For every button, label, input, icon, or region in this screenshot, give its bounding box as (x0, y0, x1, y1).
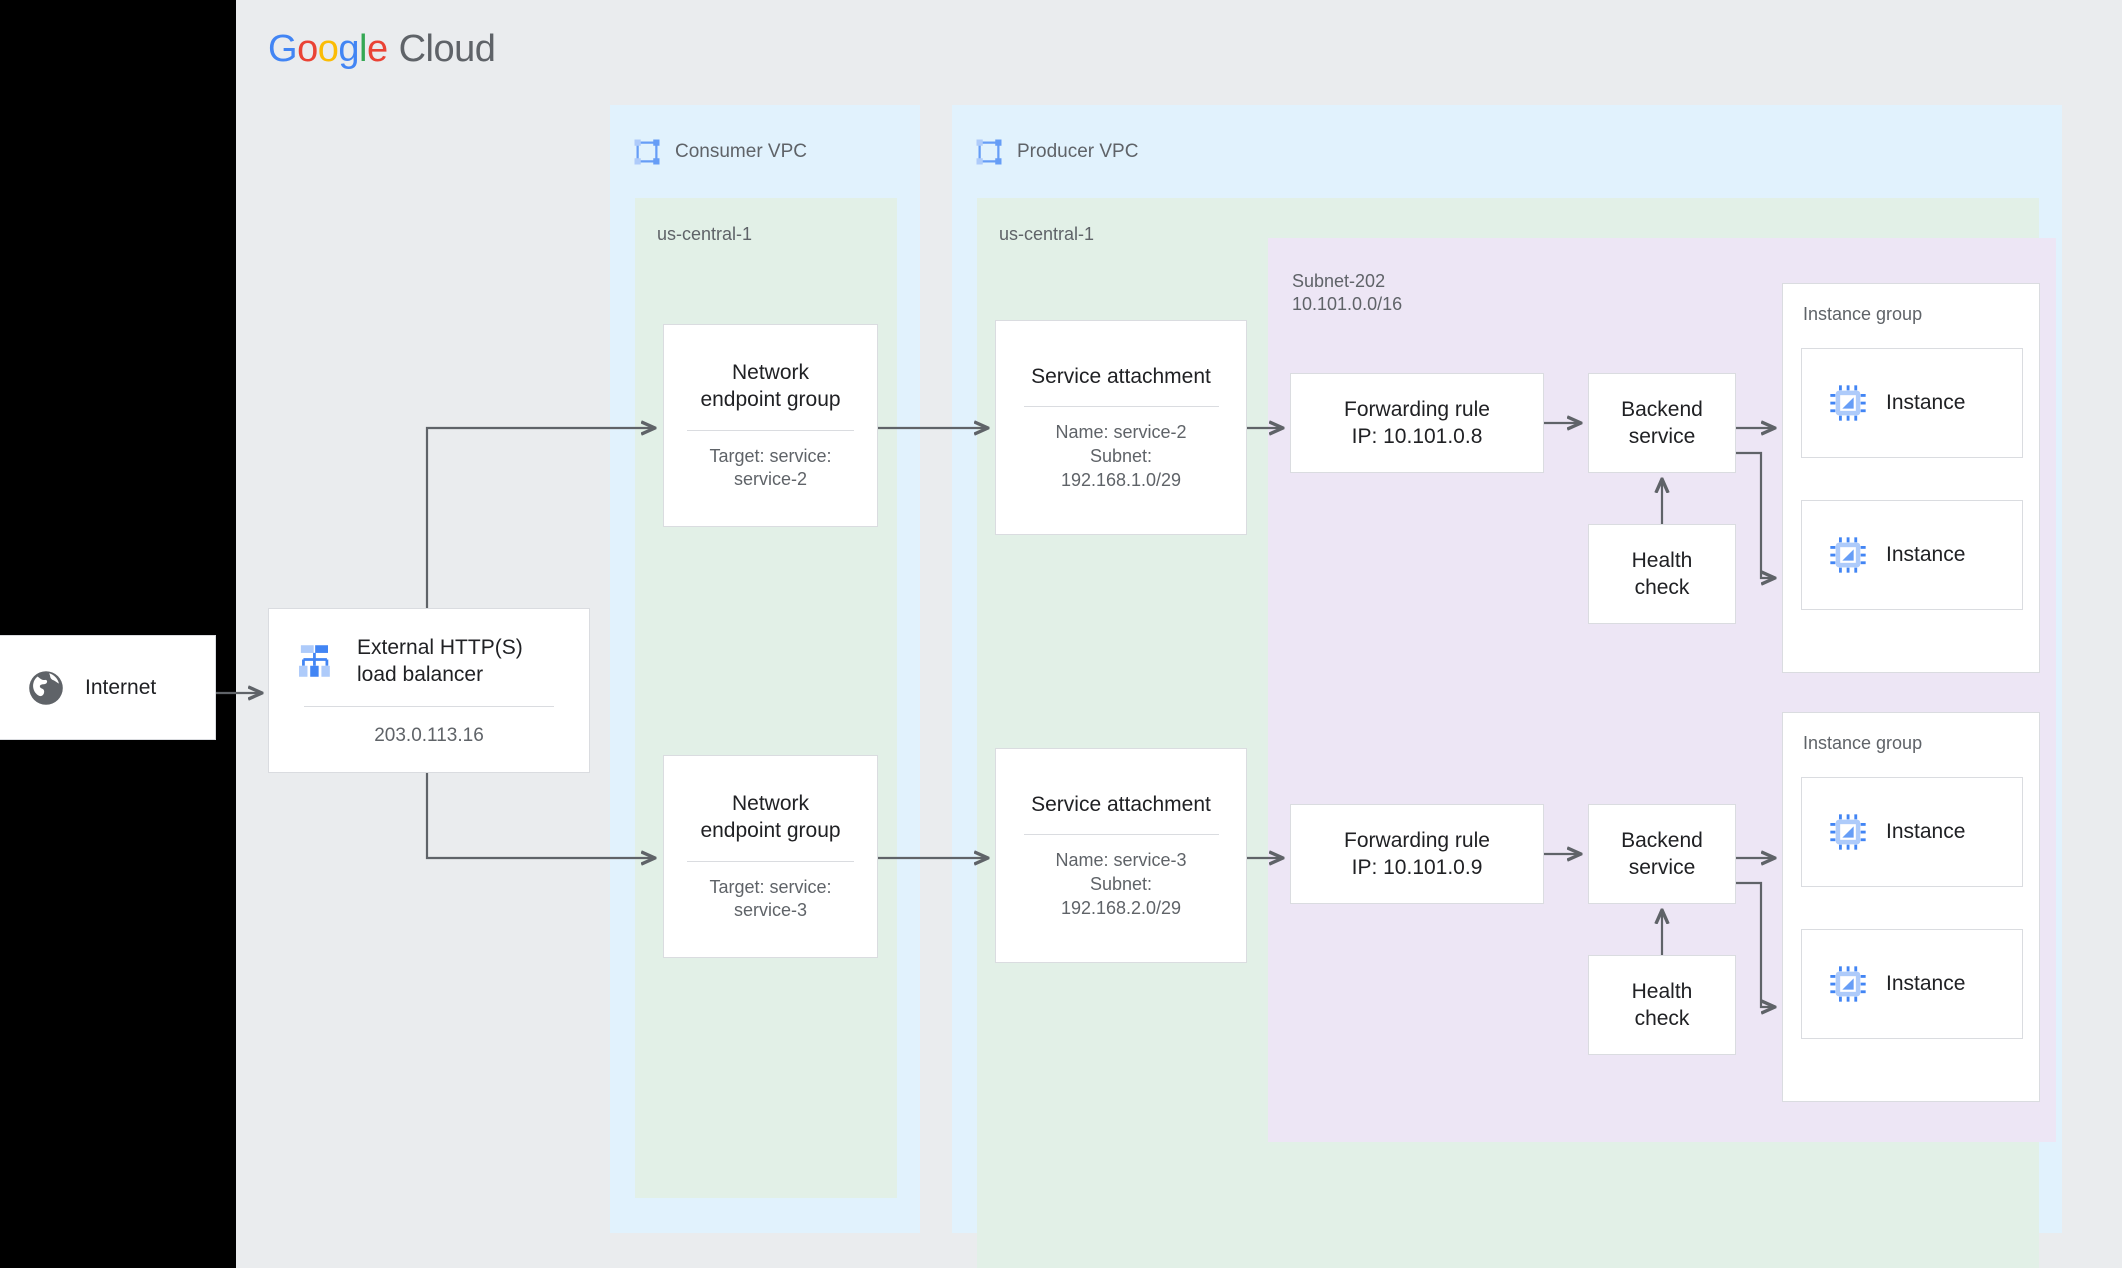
lb-label-line1: External HTTP(S) (357, 635, 523, 659)
sa-1-subnet-cidr: 192.168.1.0/29 (1060, 469, 1182, 490)
producer-vpc-title: Producer VPC (1017, 141, 1139, 162)
globe-icon (29, 670, 63, 705)
neg-2-sub-line2: service-3 (733, 900, 808, 921)
instance-2-1-label: Instance (1886, 820, 1966, 843)
service-attachment-2[interactable]: Service attachment Name: service-3 Subne… (995, 748, 1247, 963)
logo-letter-o1: o (297, 28, 318, 70)
bs-1-line2: service (1628, 425, 1696, 448)
hc-2-line1: Health (1631, 979, 1693, 1003)
neg-1-sub-line2: service-2 (733, 469, 808, 490)
hc-1-line2: check (1634, 576, 1690, 599)
lb-label: External HTTP(S) load balancer (339, 634, 523, 689)
health-check-2[interactable]: Health check (1588, 955, 1736, 1055)
instance-group-1: Instance group Instance (1782, 283, 2040, 673)
logo-letter-g2: g (338, 28, 359, 70)
consumer-vpc-header: Consumer VPC (632, 121, 807, 183)
sa-2-subnet-cidr: 192.168.2.0/29 (1060, 897, 1182, 918)
consumer-vpc-title: Consumer VPC (675, 141, 807, 162)
instance-group-2-label: Instance group (1803, 733, 1923, 753)
neg-2-title-line1: Network (731, 791, 810, 815)
sa-2-subnet-label: Subnet: (1089, 873, 1153, 894)
bs-1-line1: Backend (1621, 397, 1703, 421)
bs-2-line1: Backend (1621, 828, 1703, 852)
bs-2-line2: service (1628, 856, 1696, 879)
instance-2-1[interactable]: Instance (1801, 777, 2023, 887)
instance-group-1-label: Instance group (1803, 304, 1923, 324)
instance-chip-icon (1830, 814, 1866, 850)
service-attachment-1[interactable]: Service attachment Name: service-2 Subne… (995, 320, 1247, 535)
neg-2-divider (687, 860, 854, 862)
logo-letter-g1: G (268, 28, 298, 70)
neg-1-title-line2: endpoint group (700, 388, 841, 412)
instance-chip-icon (1830, 537, 1866, 573)
logo-letter-e: e (366, 28, 388, 70)
internet-row: Internet (0, 667, 215, 709)
fr-2-line1: Forwarding rule (1344, 828, 1490, 852)
vpc-icon (634, 139, 660, 165)
instance-1-2-label: Instance (1886, 543, 1966, 566)
subnet-cidr: 10.101.0.0/16 (1292, 294, 1403, 315)
fr-1-line1: Forwarding rule (1344, 397, 1490, 421)
instance-2-2[interactable]: Instance (1801, 929, 2023, 1039)
hc-1-line1: Health (1631, 548, 1693, 572)
instance-2-2-label: Instance (1886, 972, 1966, 995)
sa-2-name: Name: service-3 (1055, 850, 1187, 871)
internet-label: Internet (85, 675, 157, 699)
external-http-load-balancer[interactable]: External HTTP(S) load balancer 203.0.113… (268, 608, 590, 773)
neg-2-sub-line1: Target: service: (709, 876, 832, 897)
producer-region-label: us-central-1 (999, 224, 1095, 244)
sa-1-subnet-label: Subnet: (1089, 445, 1153, 466)
neg-1-title-line1: Network (731, 360, 810, 384)
logo-letter-o2: o (317, 28, 339, 70)
fr-2-line2: IP: 10.101.0.9 (1351, 856, 1483, 879)
internet-node[interactable]: Internet (0, 635, 216, 740)
hc-2-line2: check (1634, 1007, 1690, 1030)
instance-chip-icon (1830, 966, 1866, 1002)
subnet-label: Subnet-202 10.101.0.0/16 (1292, 270, 1402, 316)
instance-1-1-label: Instance (1886, 391, 1966, 414)
sa-1-name: Name: service-2 (1055, 422, 1187, 443)
sa-1-title: Service attachment (1031, 364, 1211, 388)
vpc-icon (976, 139, 1002, 165)
lb-label-line2: load balancer (357, 663, 484, 686)
forwarding-rule-1[interactable]: Forwarding rule IP: 10.101.0.8 (1290, 373, 1544, 473)
forwarding-rule-2[interactable]: Forwarding rule IP: 10.101.0.9 (1290, 804, 1544, 904)
sa-1-divider (1023, 406, 1219, 408)
consumer-vpc-container: Consumer VPC us-central-1 (610, 105, 920, 1233)
consumer-region-label: us-central-1 (657, 224, 753, 244)
lb-ip: 203.0.113.16 (374, 725, 484, 747)
instance-1-1[interactable]: Instance (1801, 348, 2023, 458)
load-balancer-icon (299, 645, 330, 677)
backend-service-1[interactable]: Backend service (1588, 373, 1736, 473)
fr-1-line2: IP: 10.101.0.8 (1351, 425, 1483, 448)
backend-service-2[interactable]: Backend service (1588, 804, 1736, 904)
neg-2-title-line2: endpoint group (700, 819, 841, 843)
neg-1-sub-line1: Target: service: (709, 445, 832, 466)
instance-chip-icon (1830, 385, 1866, 421)
subnet-name: Subnet-202 (1292, 271, 1386, 291)
network-endpoint-group-2[interactable]: Network endpoint group Target: service: … (663, 755, 878, 958)
network-endpoint-group-1[interactable]: Network endpoint group Target: service: … (663, 324, 878, 527)
producer-vpc-header: Producer VPC (974, 121, 1138, 183)
instance-group-2: Instance group Instance (1782, 712, 2040, 1102)
neg-1-divider (687, 429, 854, 431)
health-check-1[interactable]: Health check (1588, 524, 1736, 624)
lb-row: External HTTP(S) load balancer (269, 634, 589, 689)
instance-1-2[interactable]: Instance (1801, 500, 2023, 610)
sa-2-title: Service attachment (1031, 792, 1211, 816)
logo-letter-l: l (358, 28, 367, 70)
sa-2-divider (1023, 834, 1219, 836)
lb-divider (304, 706, 554, 708)
logo-word-cloud: Cloud (398, 28, 496, 70)
